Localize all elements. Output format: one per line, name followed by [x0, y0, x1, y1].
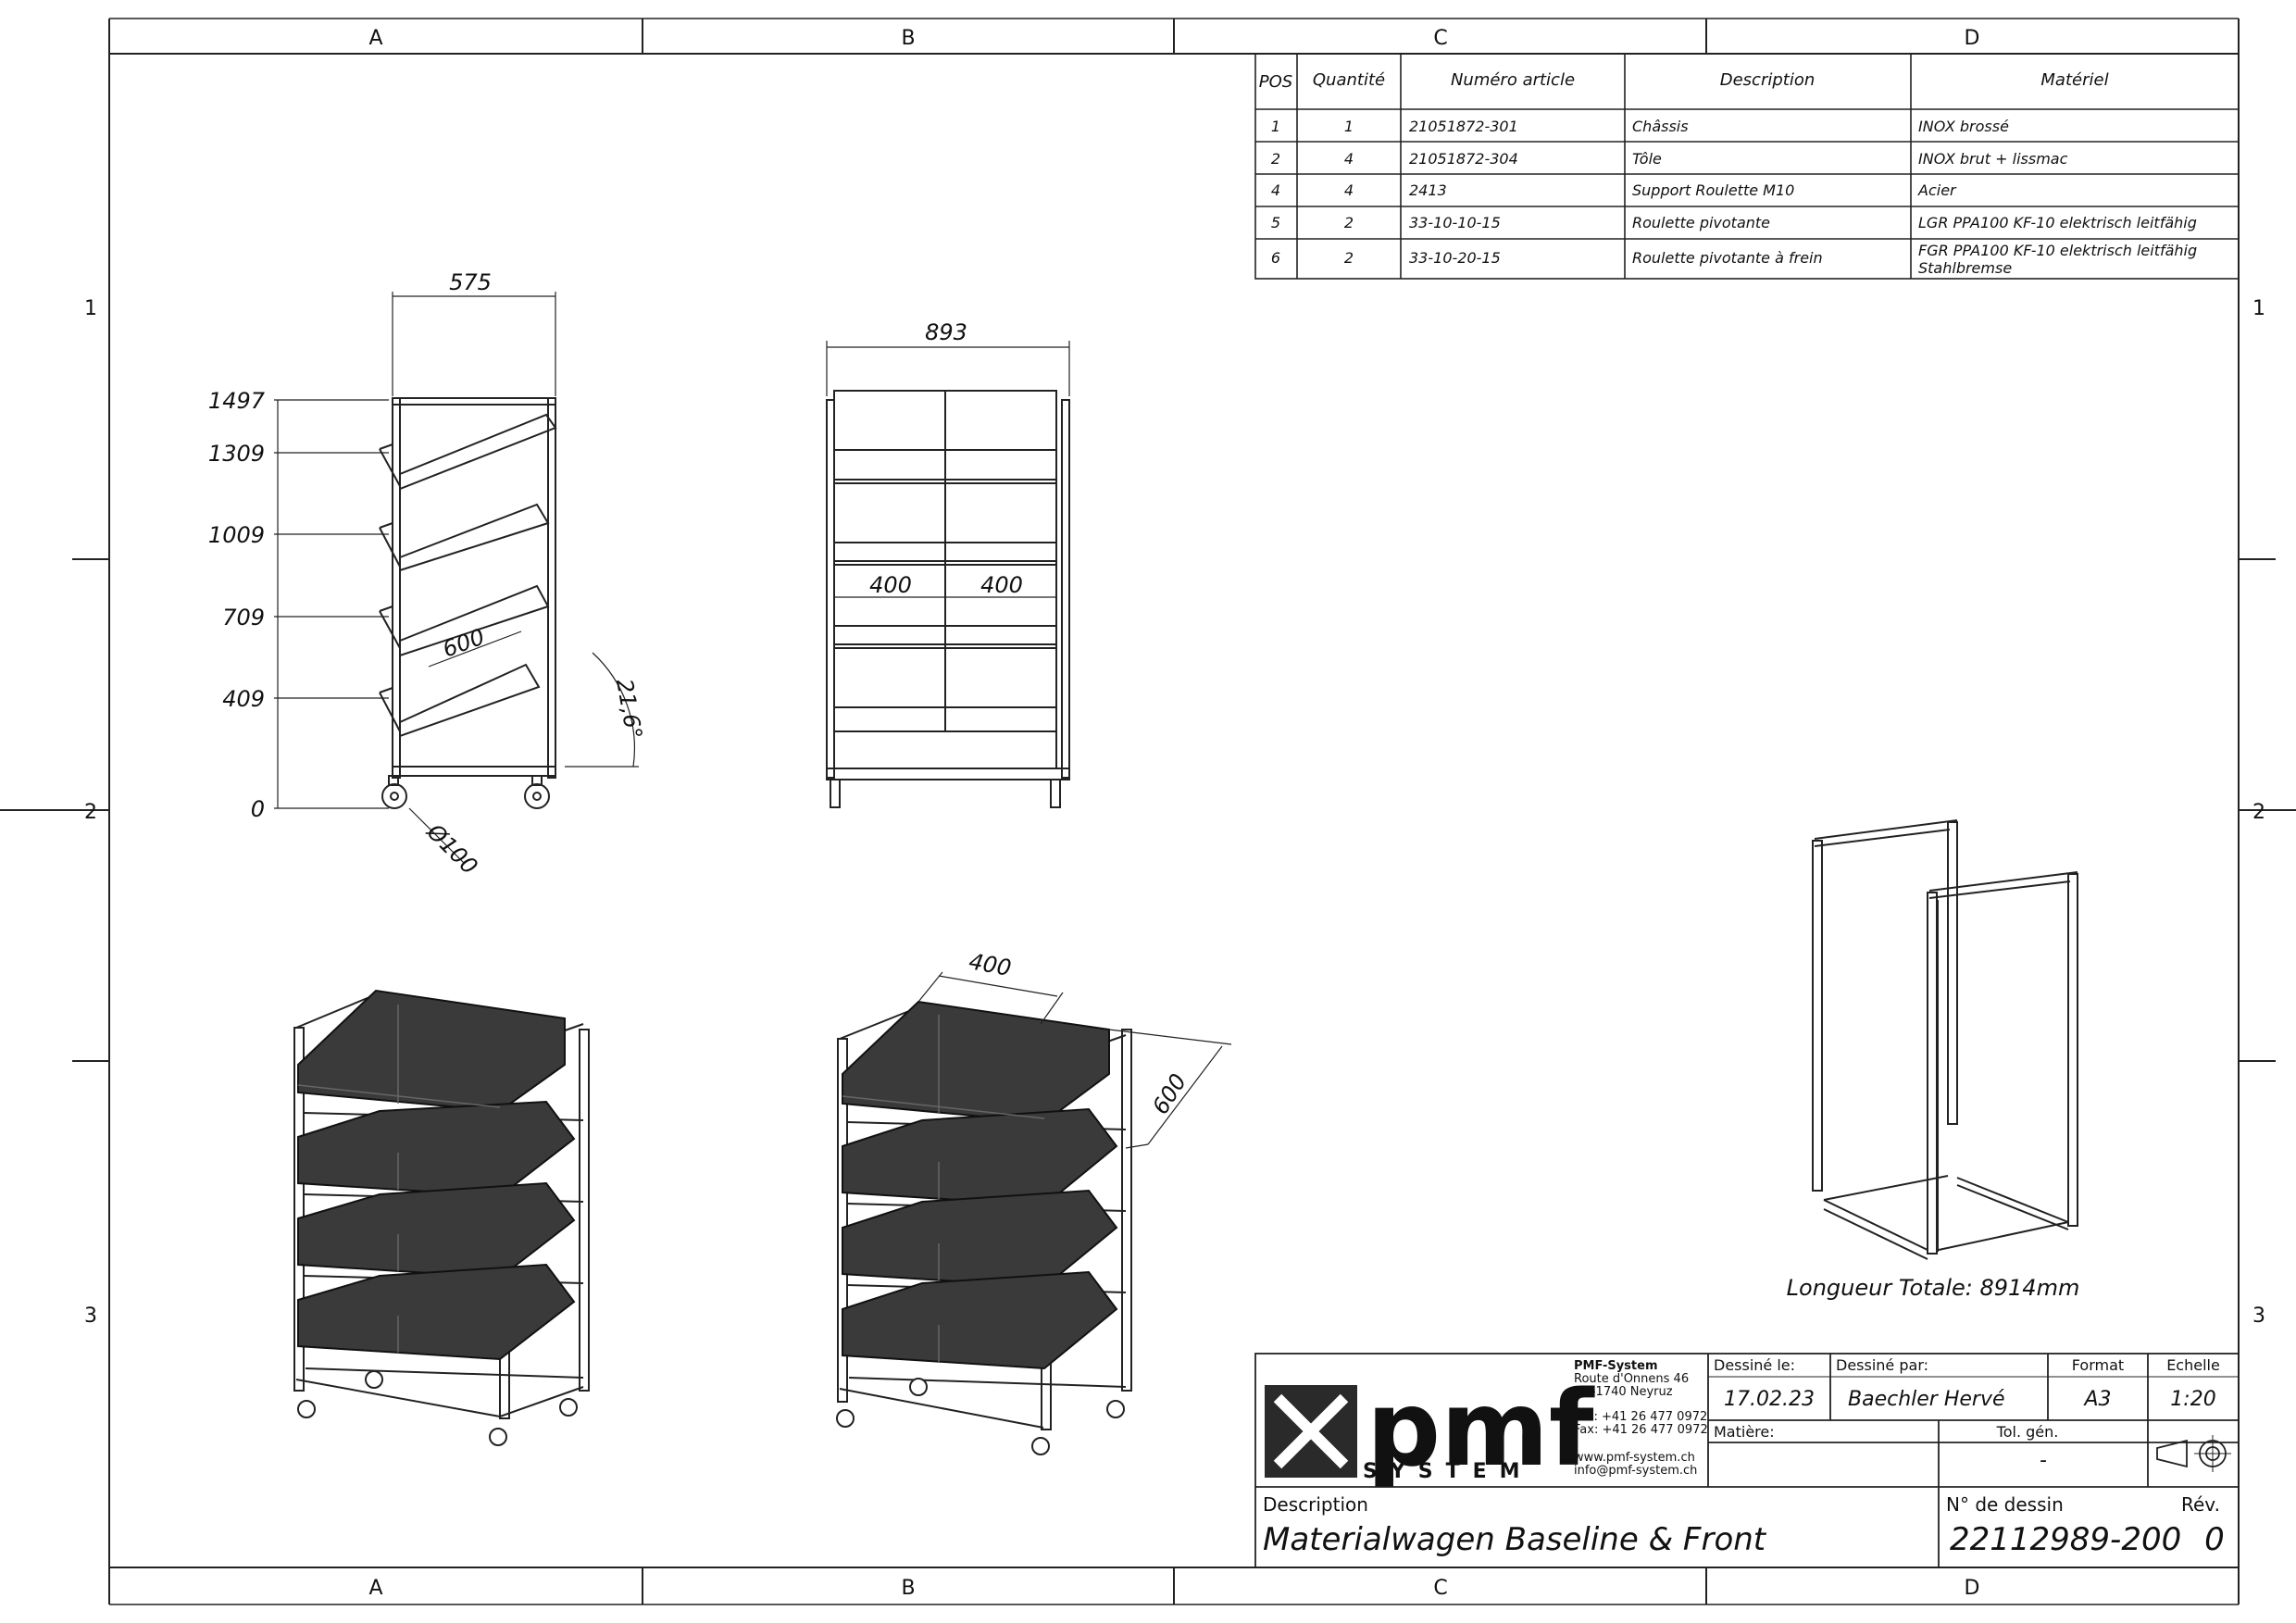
grid-row-label: 3: [84, 1305, 97, 1328]
grid-col-label: A: [368, 1577, 382, 1600]
bom-header-pos: POS: [1259, 72, 1292, 92]
scale-label: Echelle: [2166, 1356, 2220, 1374]
front-view: 893 400 400: [826, 319, 1070, 808]
bom-cell: Stahlbremse: [1918, 259, 2012, 277]
bom-header-description: Description: [1720, 70, 1816, 90]
bom-cell: Acier: [1917, 181, 1957, 199]
bom-cell: 4: [1344, 181, 1354, 199]
grid-col-label: C: [1433, 27, 1447, 50]
bom-cell: 33-10-20-15: [1409, 249, 1501, 267]
company-address: CH-1740 Neyruz: [1574, 1385, 1673, 1399]
dim-side-width: 575: [449, 269, 492, 295]
dim-height: 1009: [208, 522, 265, 548]
bom-cell: 1: [1344, 118, 1354, 135]
bom-cell: Roulette pivotante: [1632, 214, 1770, 231]
company-email: info@pmf-system.ch: [1574, 1464, 1697, 1478]
tolerance-value: -: [2040, 1449, 2047, 1472]
grid-col-label: D: [1965, 27, 1980, 50]
bom-table: POS Quantité Numéro article Description …: [1254, 53, 2240, 280]
title-block: pmf SYSTEM PMF-System Route d'Onnens 46 …: [1254, 1353, 2240, 1568]
dim-height: 409: [222, 686, 265, 712]
bom-cell: Tôle: [1632, 150, 1662, 168]
dim-bin-left: 400: [869, 572, 912, 598]
bom-cell: 2: [1344, 249, 1354, 267]
grid-row-label: 3: [2252, 1305, 2265, 1328]
bom-cell: 2413: [1409, 181, 1447, 199]
scale-value: 1:20: [2170, 1388, 2215, 1411]
bom-cell: 4: [1344, 150, 1354, 168]
grid-row-label: 2: [2252, 801, 2265, 824]
bom-cell: INOX brut + lissmac: [1918, 150, 2068, 168]
drawing-description: Materialwagen Baseline & Front: [1263, 1521, 1767, 1558]
grid-labels: A B C D A B C D 1 2 3 1 2 3: [84, 27, 2265, 1600]
grid-col-label: C: [1433, 1577, 1447, 1600]
projection-symbol-icon: [2156, 1435, 2231, 1472]
frame-total-length: Longueur Totale: 8914mm: [1787, 1275, 2080, 1301]
bom-cell: 5: [1271, 214, 1280, 231]
frame-detail-view: Longueur Totale: 8914mm: [1787, 819, 2080, 1301]
grid-col-label: D: [1965, 1577, 1980, 1600]
revision-label: Rév.: [2181, 1493, 2220, 1516]
iso-view-right: 400 600: [836, 948, 1232, 1455]
dim-wheel-diameter: Ø100: [421, 818, 482, 880]
bom-cell: 21051872-301: [1409, 118, 1518, 135]
dim-front-width: 893: [925, 319, 967, 345]
bom-cell: 2: [1271, 150, 1280, 168]
bom-header-article: Numéro article: [1451, 70, 1575, 90]
tolerance-label: Tol. gén.: [1996, 1423, 2059, 1441]
format-value: A3: [2082, 1388, 2111, 1411]
company-address: Route d'Onnens 46: [1574, 1372, 1689, 1386]
grid-row-label: 1: [84, 297, 97, 320]
bom-cell: 1: [1271, 118, 1280, 135]
bom-header-material: Matériel: [2040, 70, 2108, 90]
dim-iso-bin-width: 400: [967, 948, 1013, 981]
bom-cell: LGR PPA100 KF-10 elektrisch leitfähig: [1918, 214, 2197, 231]
grid-row-label: 2: [84, 801, 97, 824]
bom-cell: 2: [1344, 214, 1354, 231]
grid-col-label: B: [901, 27, 915, 50]
bom-cell: FGR PPA100 KF-10 elektrisch leitfähig: [1918, 242, 2197, 259]
drawn-by-label: Dessiné par:: [1836, 1356, 1928, 1374]
drawn-on-label: Dessiné le:: [1714, 1356, 1795, 1374]
bom-cell: 33-10-10-15: [1409, 214, 1501, 231]
bom-cell: Support Roulette M10: [1632, 181, 1794, 199]
format-label: Format: [2072, 1356, 2124, 1374]
grid-col-label: B: [901, 1577, 915, 1600]
side-view: 575 1497 1309 1009 709 409 0 600 21,6° Ø…: [208, 269, 647, 880]
bom-cell: Châssis: [1632, 118, 1689, 135]
dim-height: 1497: [208, 388, 266, 414]
drawn-by-value: Baechler Hervé: [1848, 1388, 2005, 1411]
material-label: Matière:: [1714, 1423, 1775, 1441]
company-name: PMF-System: [1574, 1359, 1658, 1373]
dim-shelf-angle: 21,6°: [611, 677, 647, 741]
bom-cell: INOX brossé: [1918, 118, 2009, 135]
grid-row-label: 1: [2252, 297, 2265, 320]
logo-subtitle: SYSTEM: [1363, 1460, 1533, 1483]
grid-col-label: A: [368, 27, 382, 50]
revision-value: 0: [2204, 1521, 2225, 1558]
dim-bin-right: 400: [980, 572, 1023, 598]
dim-height: 0: [251, 796, 265, 822]
company-web: www.pmf-system.ch: [1574, 1451, 1695, 1465]
bom-cell: 6: [1271, 249, 1280, 267]
company-tel: Tél.: +41 26 477 0972: [1573, 1410, 1707, 1424]
company-fax: Fax: +41 26 477 0972: [1574, 1423, 1708, 1437]
drawing-number-label: N° de dessin: [1946, 1493, 2064, 1516]
dim-shelf-depth: 600: [439, 624, 488, 663]
pmf-logo: pmf SYSTEM: [1265, 1369, 1595, 1490]
iso-view-left: [293, 989, 590, 1446]
dim-height: 1309: [208, 441, 265, 467]
logo-wordmark: pmf: [1366, 1369, 1595, 1490]
drawn-on-value: 17.02.23: [1724, 1388, 1815, 1411]
dim-iso-bin-depth: 600: [1147, 1069, 1192, 1119]
bom-cell: Roulette pivotante à frein: [1632, 249, 1823, 267]
bom-header-qty: Quantité: [1313, 70, 1385, 90]
dim-height: 709: [222, 605, 265, 630]
drawing-number: 22112989-200: [1950, 1521, 2181, 1558]
bom-cell: 21051872-304: [1409, 150, 1518, 168]
bom-cell: 4: [1271, 181, 1280, 199]
sheet-frame: [0, 18, 2296, 1605]
description-label: Description: [1263, 1493, 1368, 1516]
